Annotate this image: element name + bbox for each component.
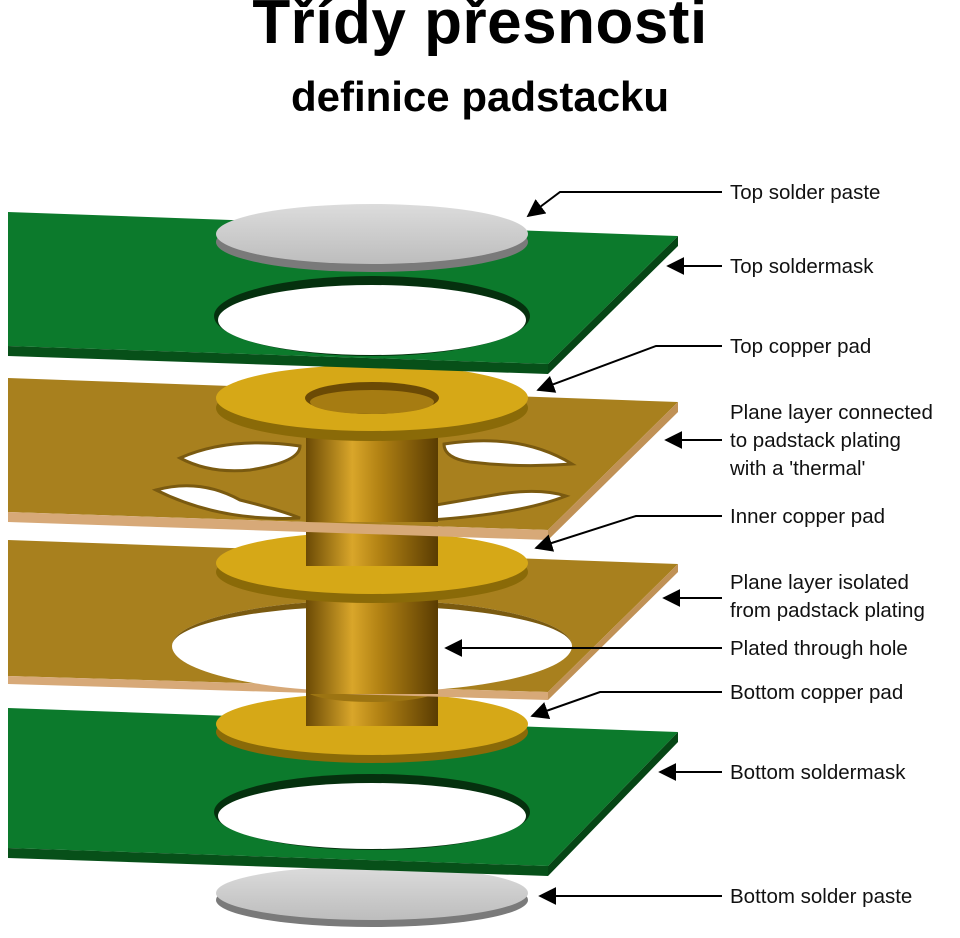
page-subtitle: definice padstacku (290, 73, 670, 120)
label-bottom-copper-pad: Bottom copper pad (730, 681, 903, 704)
top-solder-paste-disc (216, 204, 528, 272)
leader-inner-copper-pad (534, 515, 722, 552)
label-isolated-plane-line1: Plane layer isolated (730, 571, 909, 594)
page-title: Třídy přesnosti (252, 0, 708, 57)
label-bottom-solder-paste: Bottom solder paste (730, 885, 912, 908)
inner-copper-pad (216, 530, 528, 603)
label-plated-through-hole: Plated through hole (730, 637, 908, 660)
label-thermal-plane-line1: Plane layer connected (730, 401, 933, 424)
leader-top-solder-paste (526, 191, 722, 218)
top-copper-pad (216, 365, 528, 441)
label-top-soldermask: Top soldermask (730, 255, 874, 278)
label-thermal-plane-line3: with a 'thermal' (729, 457, 865, 480)
label-isolated-plane-line2: from padstack plating (730, 599, 925, 622)
label-top-copper-pad: Top copper pad (730, 335, 871, 358)
bottom-soldermask-layer (8, 708, 678, 876)
labels: Top solder paste Top soldermask Top copp… (729, 181, 933, 908)
label-top-solder-paste: Top solder paste (730, 181, 880, 204)
leader-top-copper-pad (536, 345, 722, 393)
bottom-solder-paste-disc (216, 866, 528, 927)
label-bottom-soldermask: Bottom soldermask (730, 761, 906, 784)
label-inner-copper-pad: Inner copper pad (730, 505, 885, 528)
label-thermal-plane-line2: to padstack plating (730, 429, 901, 452)
leader-bottom-copper-pad (530, 691, 722, 720)
leader-lines (444, 191, 722, 905)
